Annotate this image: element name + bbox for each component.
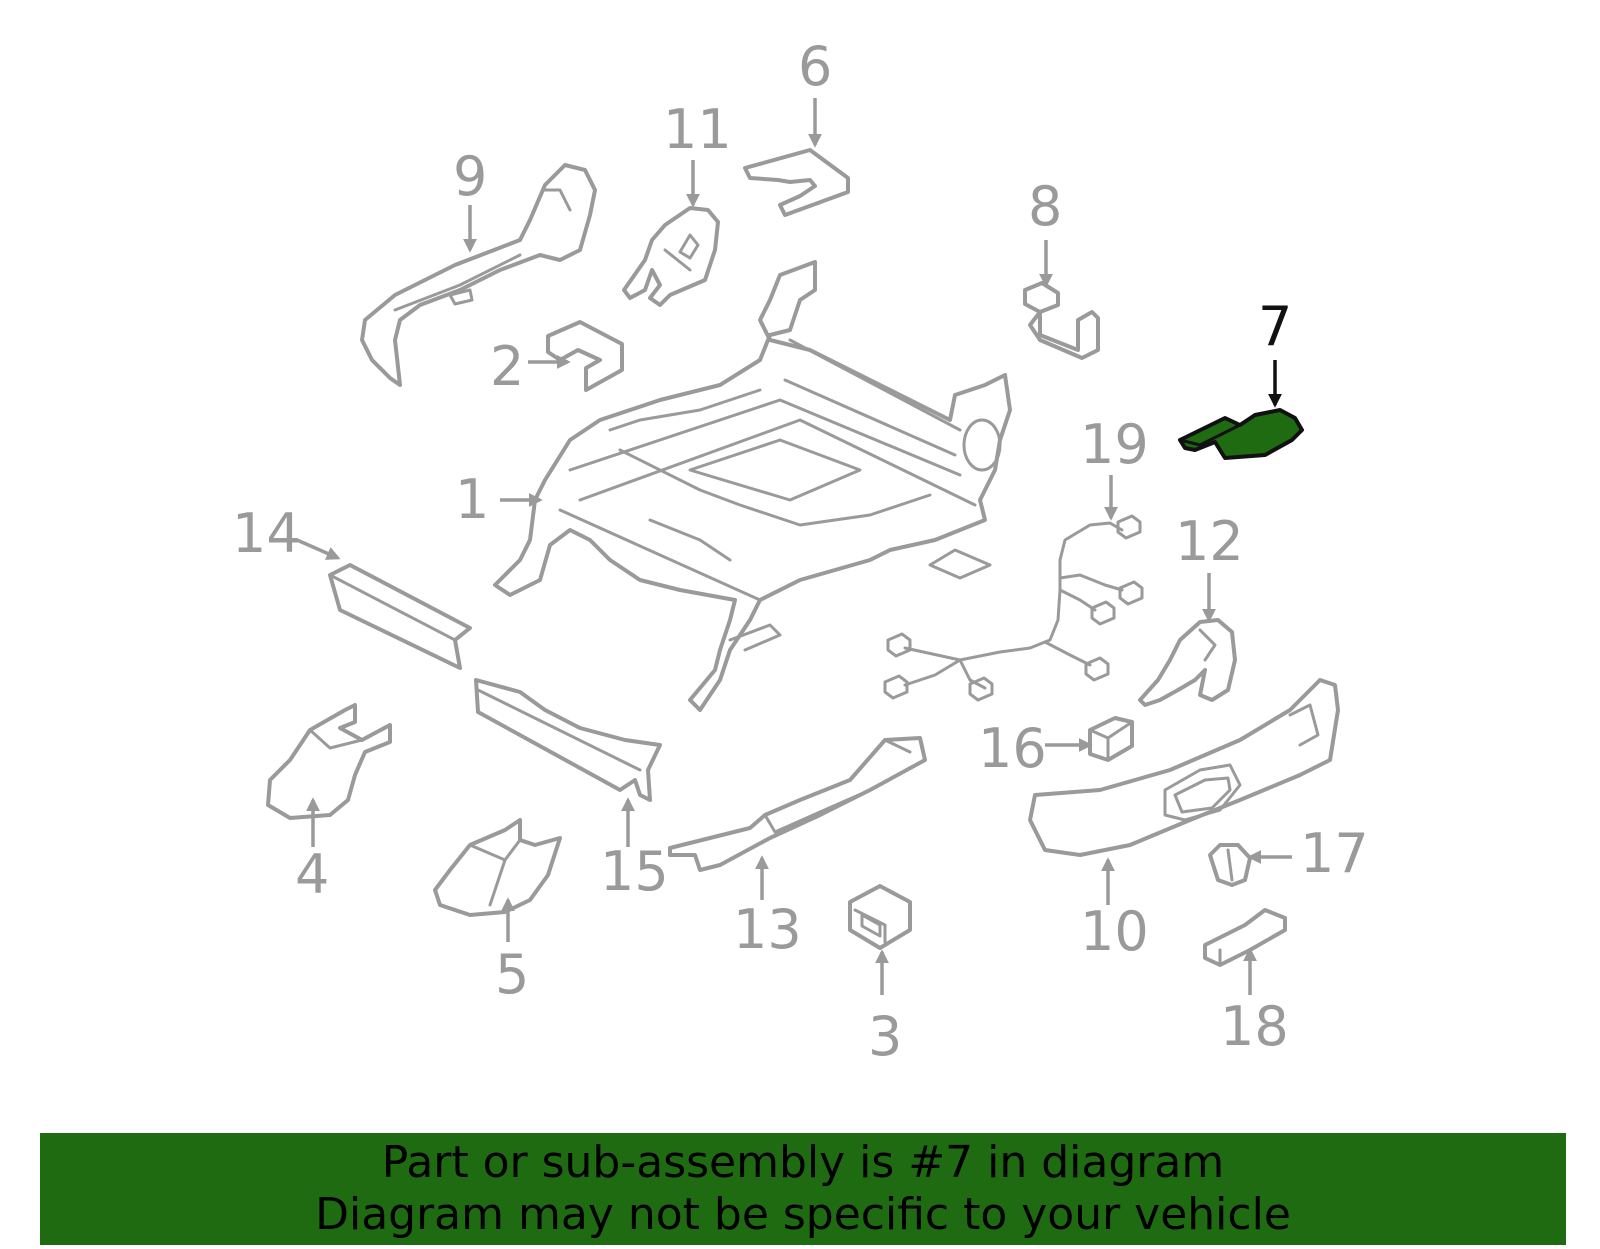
part-16-module[interactable]: [1088, 716, 1134, 762]
callout-2: 2: [490, 335, 524, 398]
callout-18: 18: [1220, 995, 1289, 1058]
callout-10: 10: [1080, 900, 1149, 963]
callout-16: 16: [978, 717, 1047, 780]
part-7-highlighted-cover[interactable]: [1178, 408, 1304, 460]
callout-labels: 1 2 3 4 5 6 7 8 9 10 11 12 13 14 15 16 1…: [232, 35, 1369, 1068]
part-5-cover[interactable]: [433, 818, 562, 917]
callout-12: 12: [1175, 510, 1244, 573]
part-18-knob[interactable]: [1203, 908, 1287, 967]
part-6-trim-piece[interactable]: [743, 148, 850, 217]
callout-3: 3: [868, 1005, 902, 1068]
callout-5: 5: [495, 943, 529, 1006]
callout-14: 14: [232, 502, 301, 565]
part-17-knob[interactable]: [1208, 843, 1252, 887]
part-4-cover[interactable]: [266, 703, 392, 820]
part-12-bracket-cover[interactable]: [1138, 618, 1237, 707]
part-19-wire-harness[interactable]: [883, 514, 1144, 702]
banner-line-1: Part or sub-assembly is #7 in diagram: [381, 1137, 1225, 1188]
callout-4: 4: [295, 843, 329, 906]
part-9-side-shield[interactable]: [360, 163, 597, 387]
callout-leaders: [296, 98, 1292, 995]
callout-9: 9: [453, 145, 487, 208]
part-3-switch-module[interactable]: [848, 884, 912, 950]
callout-15: 15: [600, 840, 669, 903]
part-15-rail-cover[interactable]: [474, 678, 662, 802]
part-10-outer-shield[interactable]: [1028, 678, 1340, 857]
part-1-seat-frame[interactable]: [493, 260, 1012, 712]
callout-6: 6: [798, 35, 832, 98]
callout-11: 11: [663, 98, 732, 161]
callout-13: 13: [733, 898, 802, 961]
part-11-bracket-cover[interactable]: [622, 206, 720, 307]
callout-7-highlighted: 7: [1258, 295, 1292, 358]
callout-19: 19: [1080, 413, 1149, 476]
info-banner: Part or sub-assembly is #7 in diagram Di…: [40, 1133, 1566, 1245]
banner-line-2: Diagram may not be specific to your vehi…: [315, 1189, 1291, 1240]
part-2-bracket[interactable]: [546, 320, 624, 392]
part-14-trim-strip[interactable]: [328, 563, 472, 670]
part-8-clip[interactable]: [1023, 281, 1100, 360]
part-13-rail-cover[interactable]: [668, 736, 927, 872]
callout-1: 1: [455, 468, 489, 531]
callout-8: 8: [1028, 175, 1062, 238]
callout-17: 17: [1300, 822, 1369, 885]
